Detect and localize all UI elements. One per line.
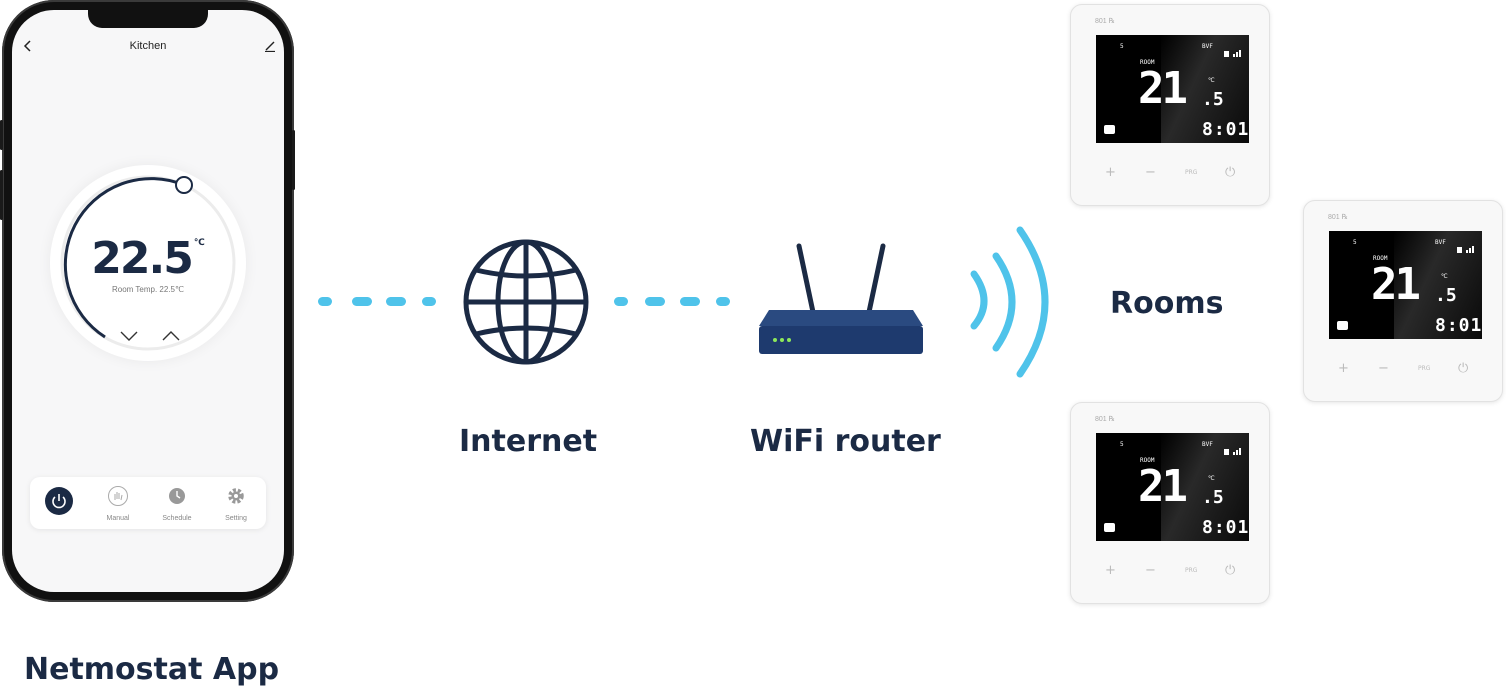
tab-setting[interactable]: Setting (213, 485, 259, 522)
mode-number: 5 (1353, 239, 1357, 246)
minus-key[interactable]: − (1145, 563, 1156, 578)
phone-side-button (292, 130, 295, 190)
clock-time: 8:01 (1435, 315, 1482, 336)
phone-side-button (0, 120, 3, 150)
status-indicators: BVF (1202, 441, 1213, 448)
heating-icon (1337, 321, 1348, 330)
temperature-unit: ℃ (194, 238, 205, 248)
thermostat-model: 801 ℞ (1328, 213, 1348, 221)
room-temperature-decimal: .5 (1202, 89, 1224, 110)
tab-manual[interactable]: Manual (95, 485, 141, 522)
router-label: WiFi router (750, 424, 941, 459)
clock-icon (166, 485, 188, 507)
program-key[interactable]: PRG (1418, 365, 1430, 372)
bottom-tab-bar: Manual Schedule Setting (30, 477, 266, 529)
program-key[interactable]: PRG (1185, 567, 1197, 574)
room-temperature-decimal: .5 (1202, 487, 1224, 508)
tab-schedule[interactable]: Schedule (154, 485, 200, 522)
router-icon (755, 240, 927, 358)
thermostat-model: 801 ℞ (1095, 415, 1115, 423)
edit-icon[interactable] (264, 40, 276, 52)
connection-dot (716, 297, 730, 306)
minus-key[interactable]: − (1378, 361, 1389, 376)
thermostat-keypad: + − PRG ⏻ (1304, 361, 1502, 377)
connection-dot (386, 297, 406, 306)
power-key[interactable]: ⏻ (1225, 165, 1235, 180)
gear-icon (225, 485, 247, 507)
clock-time: 8:01 (1202, 517, 1249, 538)
celsius-unit: ℃ (1208, 77, 1215, 84)
status-indicators: BVF (1202, 43, 1213, 50)
thermostat-model: 801 ℞ (1095, 17, 1115, 25)
chevron-up-icon[interactable] (162, 331, 180, 341)
program-key[interactable]: PRG (1185, 169, 1197, 176)
connection-dot (614, 297, 628, 306)
connection-dot (645, 297, 665, 306)
connection-dot (352, 297, 372, 306)
clock-time: 8:01 (1202, 119, 1249, 140)
thermostat-display: 5 BVF ROOM 21 ℃ .5 8:01 (1096, 433, 1249, 541)
smartphone: Kitchen 22.5℃ Room Temp. 22.5℃ (2, 0, 294, 602)
tab-power[interactable] (36, 485, 82, 518)
app-screen: Kitchen 22.5℃ Room Temp. 22.5℃ (12, 10, 284, 592)
dial-handle[interactable] (176, 177, 192, 193)
connection-dot (318, 297, 332, 306)
plus-key[interactable]: + (1338, 361, 1349, 376)
power-icon[interactable] (45, 487, 73, 515)
tab-manual-label: Manual (95, 515, 141, 522)
plus-key[interactable]: + (1105, 563, 1116, 578)
wifi-signal-icon (962, 222, 1062, 382)
signal-icon (1457, 238, 1477, 246)
thermostat-keypad: + − PRG ⏻ (1071, 563, 1269, 579)
celsius-unit: ℃ (1208, 475, 1215, 482)
room-thermostat: 801 ℞ 5 BVF ROOM 21 ℃ .5 8:01 + − PRG ⏻ (1070, 402, 1270, 604)
tab-schedule-label: Schedule (154, 515, 200, 522)
tab-setting-label: Setting (213, 515, 259, 522)
room-temperature: Room Temp. 22.5℃ (50, 285, 246, 294)
heating-icon (1104, 125, 1115, 134)
power-key[interactable]: ⏻ (1458, 361, 1468, 376)
room-temperature-whole: 21 (1138, 63, 1185, 114)
room-thermostat: 801 ℞ 5 BVF ROOM 21 ℃ .5 8:01 + − PRG ⏻ (1303, 200, 1503, 402)
phone-notch (88, 10, 208, 28)
power-key[interactable]: ⏻ (1225, 563, 1235, 578)
mode-number: 5 (1120, 43, 1124, 50)
heating-icon (1104, 523, 1115, 532)
app-label: Netmostat App (24, 652, 279, 687)
room-title: Kitchen (12, 40, 284, 52)
phone-side-button (0, 170, 3, 220)
thermostat-keypad: + − PRG ⏻ (1071, 165, 1269, 181)
status-indicators: BVF (1435, 239, 1446, 246)
signal-icon (1224, 42, 1244, 50)
connection-dot (680, 297, 700, 306)
mode-number: 5 (1120, 441, 1124, 448)
thermostat-display: 5 BVF ROOM 21 ℃ .5 8:01 (1329, 231, 1482, 339)
signal-icon (1224, 440, 1244, 448)
celsius-unit: ℃ (1441, 273, 1448, 280)
globe-icon (462, 238, 590, 366)
room-thermostat: 801 ℞ 5 BVF ROOM 21 ℃ .5 8:01 + − PRG ⏻ (1070, 4, 1270, 206)
temperature-dial[interactable]: 22.5℃ Room Temp. 22.5℃ (50, 165, 246, 361)
set-temperature-value: 22.5 (91, 233, 192, 284)
connection-dot (422, 297, 436, 306)
minus-key[interactable]: − (1145, 165, 1156, 180)
chevron-down-icon[interactable] (120, 331, 138, 341)
hand-icon (107, 485, 129, 507)
thermostat-display: 5 BVF ROOM 21 ℃ .5 8:01 (1096, 35, 1249, 143)
plus-key[interactable]: + (1105, 165, 1116, 180)
room-temperature-whole: 21 (1371, 259, 1418, 310)
internet-label: Internet (459, 424, 597, 459)
rooms-label: Rooms (1110, 286, 1223, 321)
room-temperature-decimal: .5 (1435, 285, 1457, 306)
room-temperature-whole: 21 (1138, 461, 1185, 512)
set-temperature: 22.5℃ (50, 233, 246, 284)
